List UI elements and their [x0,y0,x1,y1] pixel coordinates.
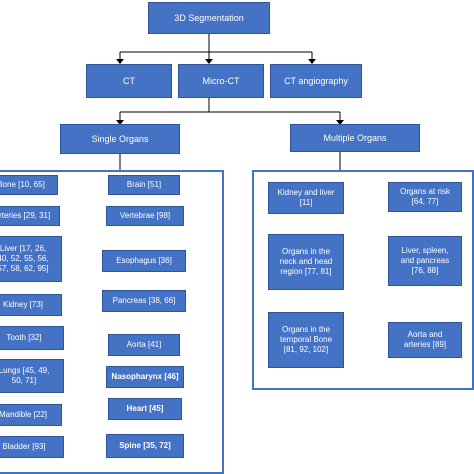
organ-box-liver: Liver [17, 26, 40, 52, 55, 56, 57, 58, 6… [0,236,62,282]
organ-box-kidney-and-liver: Kidney and liver [11] [268,182,344,214]
title-box: 3D Segmentation [148,2,270,34]
single-organs-box: Single Organs [60,124,180,154]
organ-box-aorta: Aorta [41] [108,334,180,356]
organ-box-pancreas: Pancreas [38, 66] [102,290,186,312]
organ-box-aorta-and-arteries: Aorta and arteries [89] [388,322,462,358]
organ-box-arteries: Arteries [29, 31] [0,206,60,226]
organ-box-bladder: Bladder [93] [0,436,64,458]
modality-micro-ct-box: Micro-CT [178,64,264,98]
organ-box-brain: Brain [51] [108,175,180,195]
organ-box-organs-at-risk: Organs at risk [64, 77] [388,182,462,212]
multiple-organs-frame [252,170,474,390]
organ-box-kidney: Kidney [73] [0,294,62,316]
organ-box-vertebrae: Vertebrae [98] [106,206,184,226]
organ-box-bone: Bone [10, 65] [0,175,58,195]
modality-ct-box: CT [86,64,172,98]
organ-box-tooth: Tooth [32] [0,326,64,350]
organ-box-temporal-bone: Organs in the temporal Bone [81, 92, 102… [268,312,344,368]
modality-ct-angiography-box: CT angiography [270,64,362,98]
organ-box-esophagus: Esophagus [36] [102,250,186,272]
organ-box-neck-and-head: Organs in the neck and head region [77, … [268,234,344,290]
organ-box-lungs: Lungs [45, 49, 50, 71] [0,359,64,393]
organ-box-spine: Spine [35, 72] [106,434,184,458]
organ-box-mandible: Mandible [22] [0,404,62,426]
organ-box-liver-spleen-pancreas: Liver, spleen, and pancreas [76, 88] [388,236,462,286]
organ-box-nasopharynx: Nasopharynx [46] [106,366,184,388]
multiple-organs-box: Multiple Organs [290,124,420,152]
organ-box-heart: Heart [45] [108,398,182,420]
single-organs-frame [0,170,224,474]
